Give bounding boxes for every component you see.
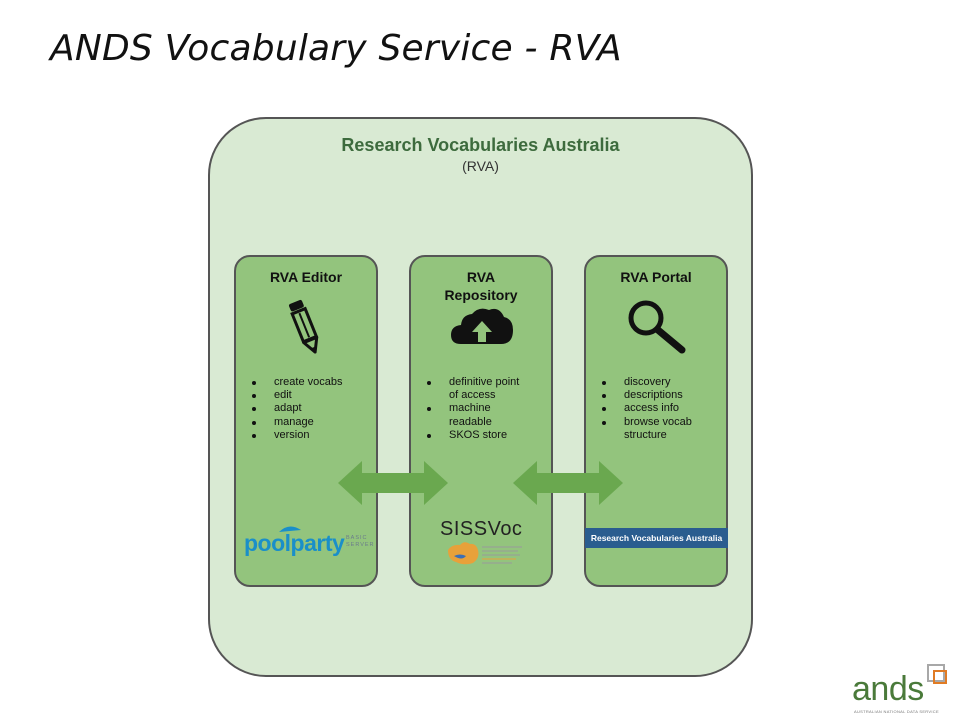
poolparty-logo: poolparty BASIC SERVER [243,522,375,556]
rva-banner-logo: Research Vocabularies Australia [585,528,728,548]
feature-item: access info [600,402,692,415]
bidirectional-arrow [513,461,623,505]
bidirectional-arrow [338,461,448,505]
feature-item: of access [449,389,496,402]
feature-item: machine [425,402,519,415]
component-title-repository-line2: Repository [444,287,518,303]
poolparty-wordmark: poolparty [244,530,345,556]
component-title-editor: RVA Editor [269,269,343,285]
component-rva-repository [409,255,553,587]
feature-item: edit [250,389,342,402]
feature-item: definitive point [425,376,519,389]
feature-item: readable [449,415,492,428]
feature-item: discovery [600,376,692,389]
feature-list-portal: discovery descriptions access info brows… [600,376,692,442]
feature-item: create vocabs [250,376,342,389]
feature-list-repository: definitive point of access machine reada… [425,376,519,442]
cloud-upload-icon [451,308,513,344]
feature-item: adapt [250,402,342,415]
feature-item: version [250,429,342,442]
feature-item: structure [624,428,667,441]
feature-list-editor: create vocabs edit adapt manage version [250,376,342,442]
poolparty-sub-1: BASIC [346,535,368,541]
sissvoc-logo: SISSVoc [438,518,530,570]
slide-title: ANDS Vocabulary Service - RVA [50,28,622,69]
umbrella-icon [279,526,301,532]
diagram-title: Research Vocabularies Australia [341,135,620,155]
feature-item: browse vocab [600,416,692,429]
component-title-portal: RVA Portal [620,269,692,285]
component-title-repository-line1: RVA [466,269,496,285]
feature-item: manage [250,416,342,429]
sissvoc-wordmark: SISSVoc [440,518,523,540]
magnifier-icon [628,300,686,354]
diagram-subtitle: (RVA) [462,158,499,174]
poolparty-sub-2: SERVER [346,542,375,548]
ands-tagline: AUSTRALIAN NATIONAL DATA SERVICE [854,709,939,714]
pencil-icon [288,299,319,354]
feature-item: SKOS store [425,429,519,442]
ands-wordmark: ands [852,670,924,708]
feature-item: descriptions [600,389,692,402]
australia-map-icon [448,542,522,565]
ands-logo: ands AUSTRALIAN NATIONAL DATA SERVICE [848,662,952,716]
ands-squares-icon [927,664,947,684]
